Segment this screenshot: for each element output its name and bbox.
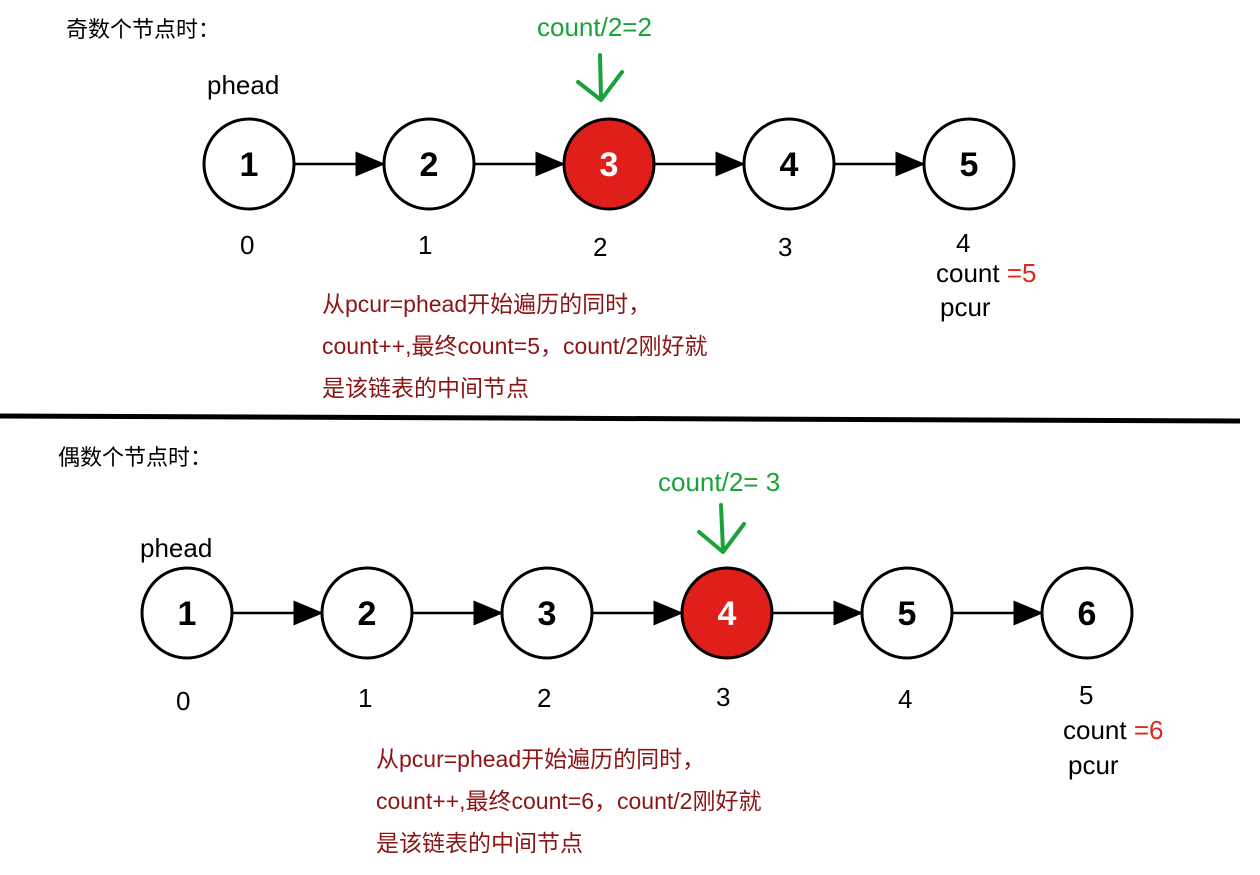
odd-count-prefix: count — [936, 258, 1007, 288]
odd-index-2: 2 — [593, 232, 608, 262]
even-node-label: 3 — [538, 595, 557, 633]
even-node-6 — [1040, 566, 1134, 660]
even-node-label: 6 — [1078, 595, 1097, 633]
odd-count-value: =5 — [1006, 258, 1037, 288]
even-node-label: 5 — [898, 595, 917, 633]
even-count-label: count =6 — [1063, 715, 1163, 746]
odd-index-0: 0 — [240, 230, 255, 260]
even-node-label: 4 — [718, 595, 737, 633]
odd-linked-list: 1 2 3 4 5 — [202, 117, 1016, 211]
odd-node-2 — [382, 117, 476, 211]
section-divider — [0, 413, 1241, 424]
odd-node-3-middle — [562, 117, 656, 211]
odd-midpoint-arrow-icon — [576, 53, 624, 102]
even-index-5: 5 — [1079, 680, 1094, 710]
even-cursor-label: pcur — [1068, 750, 1119, 780]
even-explanation-line-1: 从pcur=phead开始遍历的同时， — [376, 746, 706, 772]
even-node-2 — [320, 566, 414, 660]
even-explanation-line-2: count++,最终count=6，count/2刚好就 — [376, 788, 762, 814]
even-node-label: 2 — [358, 595, 377, 633]
odd-midpoint-label: count/2=2 — [537, 12, 652, 42]
even-explanation-line-3: 是该链表的中间节点 — [376, 830, 583, 856]
odd-node-label: 2 — [420, 146, 439, 184]
odd-index-1: 1 — [418, 230, 433, 260]
odd-node-4 — [742, 117, 836, 211]
odd-node-5 — [922, 117, 1016, 211]
even-index-0: 0 — [176, 686, 191, 716]
even-node-3 — [500, 566, 594, 660]
odd-explanation: 从pcur=phead开始遍历的同时， count++,最终count=5，co… — [322, 283, 707, 409]
even-index-4: 4 — [898, 684, 913, 714]
odd-node-label: 3 — [600, 146, 619, 184]
odd-node-label: 5 — [960, 146, 979, 184]
even-count-prefix: count — [1063, 715, 1134, 745]
even-index-2: 2 — [537, 683, 552, 713]
odd-node-label: 4 — [780, 146, 799, 184]
even-index-3: 3 — [716, 682, 731, 712]
even-midpoint-arrow-icon — [697, 503, 746, 554]
odd-cursor-label: pcur — [940, 292, 991, 322]
even-node-4-middle — [680, 566, 774, 660]
even-section-title: 偶数个节点时： — [58, 445, 213, 470]
odd-explanation-line-3: 是该链表的中间节点 — [322, 375, 529, 401]
odd-section-title: 奇数个节点时： — [66, 17, 221, 42]
odd-index-3: 3 — [778, 232, 793, 262]
odd-node-1 — [202, 117, 296, 211]
odd-explanation-line-2: count++,最终count=5，count/2刚好就 — [322, 333, 708, 359]
even-index-1: 1 — [358, 683, 373, 713]
odd-explanation-line-1: 从pcur=phead开始遍历的同时， — [322, 291, 652, 317]
odd-node-label: 1 — [240, 146, 259, 184]
even-count-value: =6 — [1133, 715, 1164, 745]
even-midpoint-label: count/2= 3 — [658, 467, 781, 497]
odd-index-4: 4 — [956, 228, 971, 258]
even-explanation: 从pcur=phead开始遍历的同时， count++,最终count=6，co… — [376, 738, 761, 864]
odd-head-label: phead — [207, 70, 280, 100]
even-node-1 — [140, 566, 234, 660]
even-linked-list: 1 2 3 4 5 6 — [140, 566, 1134, 660]
even-node-label: 1 — [178, 595, 197, 633]
odd-count-label: count =5 — [936, 258, 1036, 289]
even-node-5 — [860, 566, 954, 660]
even-head-label: phead — [140, 533, 213, 563]
